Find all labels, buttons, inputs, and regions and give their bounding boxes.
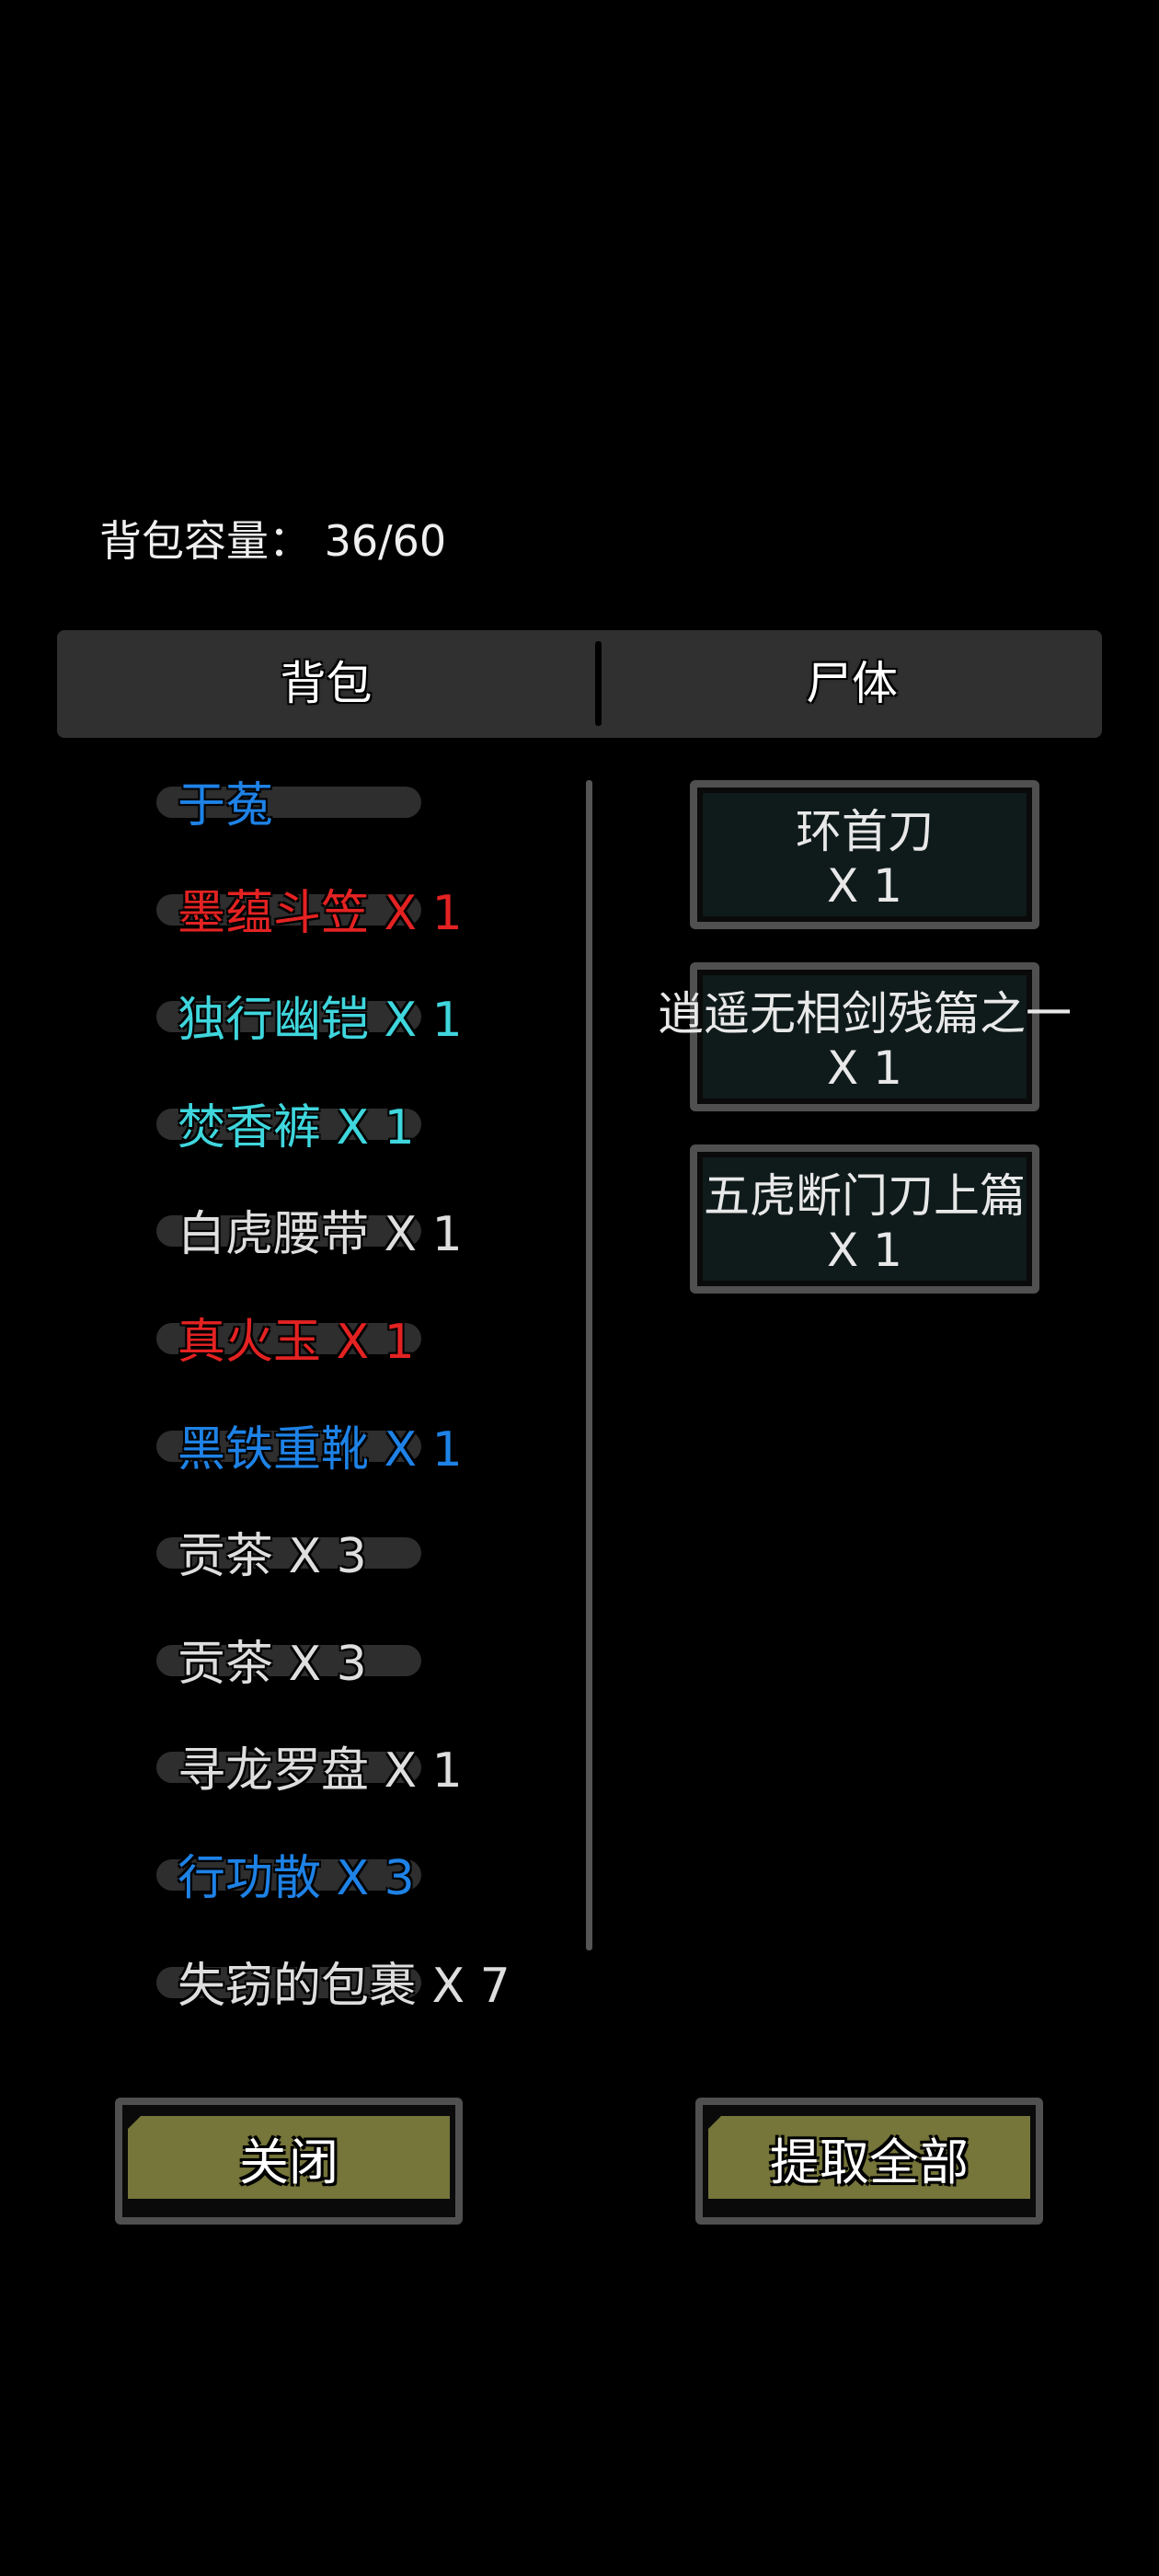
item-pill-bg	[156, 1966, 421, 1998]
corpse-item-name: 环首刀	[796, 805, 934, 858]
item-pill-bg	[156, 1859, 421, 1891]
tab-divider	[595, 641, 602, 726]
item-label: 白虎腰带 X 1	[178, 1207, 463, 1263]
close-button-label: 关闭	[239, 2133, 339, 2191]
item-label: 失窃的包裹 X 7	[178, 1958, 511, 2014]
tab-bar: 背包 尸体	[57, 630, 1102, 738]
item-pill-bg	[156, 893, 421, 926]
item-label: 墨蕴斗笠 X 1	[178, 885, 463, 941]
take-all-button[interactable]: 提取全部	[695, 2098, 1043, 2225]
corpse-item-name: 逍遥无相剑残篇之一	[658, 987, 1072, 1041]
item-label: 寻龙罗盘 X 1	[178, 1743, 463, 1800]
corpse-item-qty: X 1	[827, 1041, 902, 1095]
tab-backpack[interactable]: 背包	[280, 657, 373, 710]
corpse-item-qty: X 1	[827, 1224, 902, 1277]
scrollbar[interactable]	[586, 780, 592, 1950]
item-label: 贡茶 X 3	[178, 1636, 367, 1692]
close-button[interactable]: 关闭	[115, 2098, 463, 2225]
item-pill-bg	[156, 1215, 421, 1248]
item-pill-bg	[156, 1108, 421, 1140]
item-pill-bg	[156, 1430, 421, 1462]
tab-corpse[interactable]: 尸体	[806, 657, 898, 710]
take-all-button-label: 提取全部	[770, 2133, 969, 2191]
item-pill-bg	[156, 1323, 421, 1354]
item-pill-bg	[156, 1537, 421, 1570]
item-label: 真火玉 X 1	[178, 1315, 415, 1370]
item-pill-bg	[156, 1644, 421, 1676]
item-label: 焚香裤 X 1	[178, 1099, 415, 1156]
corpse-item-qty: X 1	[827, 859, 902, 913]
item-label: 于菟	[178, 778, 274, 834]
capacity-label: 背包容量：	[99, 516, 311, 566]
item-label: 独行幽铠 X 1	[178, 993, 463, 1049]
item-label: 黑铁重靴 X 1	[178, 1421, 463, 1478]
backpack-capacity: 背包容量： 36/60	[99, 508, 446, 569]
corpse-item-name: 五虎断门刀上篇	[704, 1169, 1026, 1223]
capacity-value: 36/60	[324, 516, 447, 566]
item-pill-bg	[156, 1752, 421, 1784]
item-label: 行功散 X 3	[178, 1851, 415, 1906]
item-pill-bg	[156, 787, 421, 818]
item-pill-bg	[156, 1001, 421, 1033]
item-label: 贡茶 X 3	[178, 1529, 367, 1585]
